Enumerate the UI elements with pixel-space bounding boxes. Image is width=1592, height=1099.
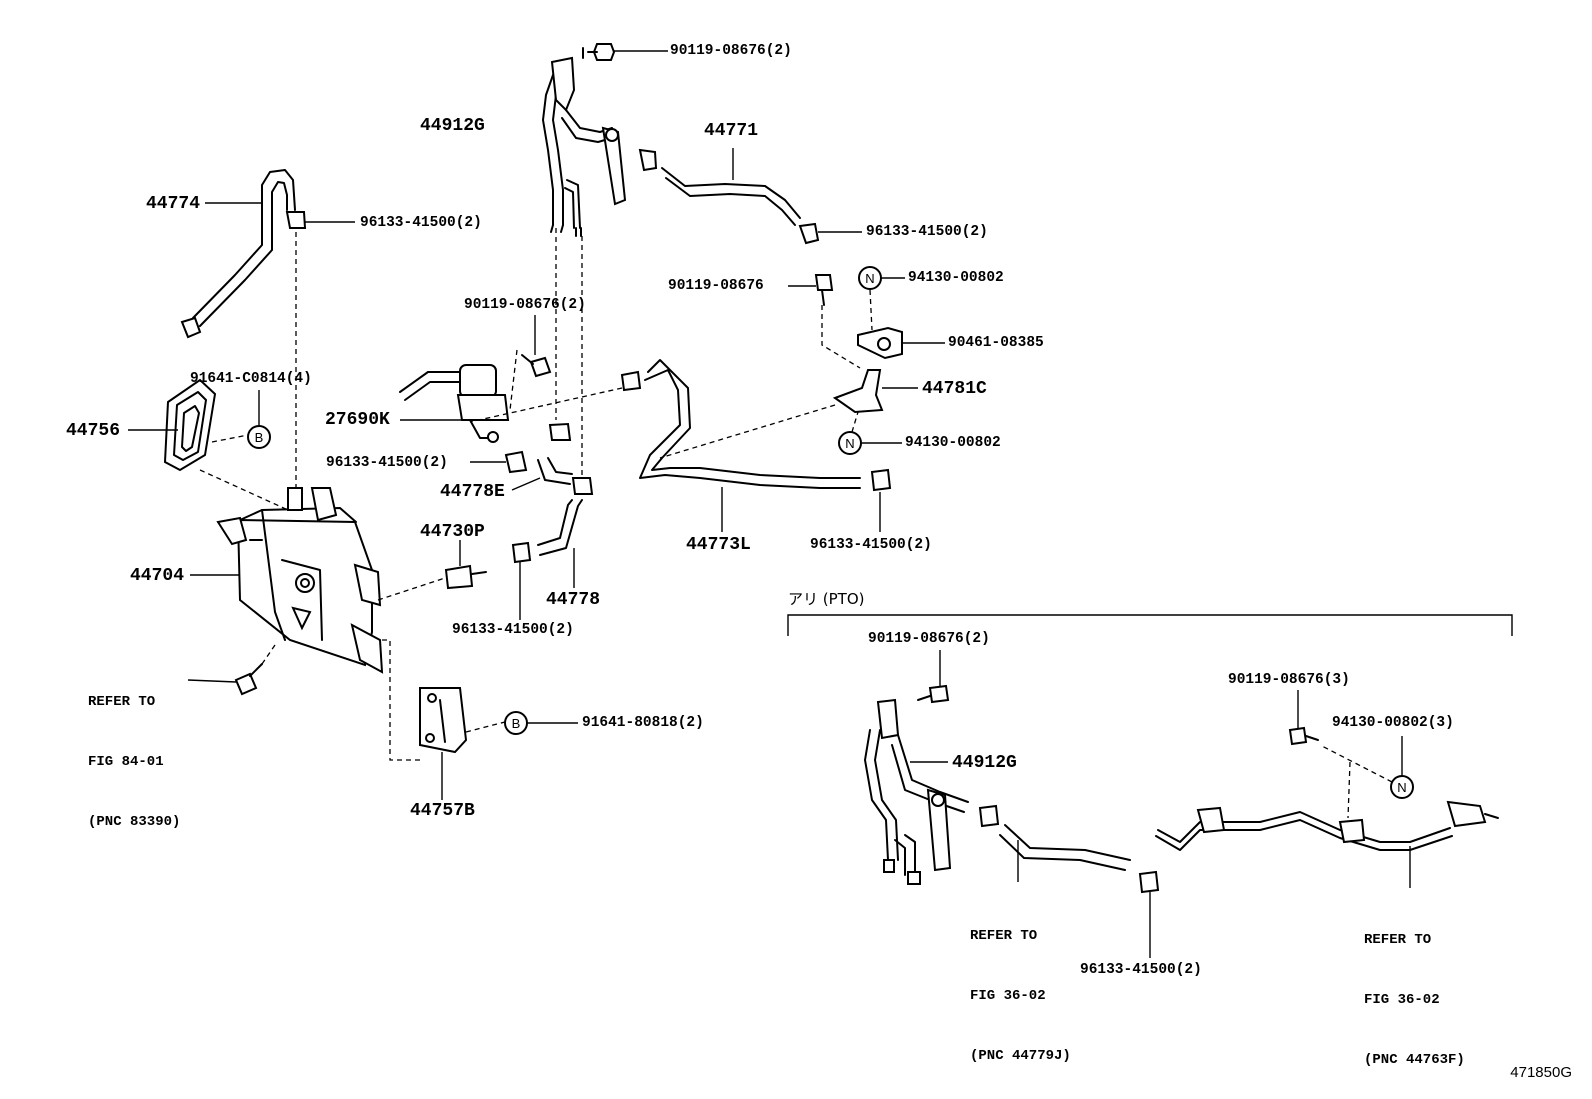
bracket-pipe-44912g-pto (864, 698, 969, 885)
note-refer-36-02-b-line-2: FIG 36-02 (1364, 992, 1440, 1008)
clip-96133-44730p (511, 541, 532, 564)
hose-44773l (639, 359, 861, 489)
marker-b-1: B (255, 430, 264, 445)
clamp-90461-08385 (857, 326, 903, 360)
note-refer-fig-36-02-b: REFER TO FIG 36-02 (PNC 44763F) (1364, 890, 1465, 1090)
label-96133-41500-2-c: 96133-41500(2) (326, 455, 448, 471)
bolt-90119-single (814, 274, 834, 306)
bolt-90119-pto-b (1288, 726, 1319, 746)
figure-number: 471850G (1510, 1064, 1572, 1081)
clip-96133-valve (504, 450, 528, 474)
marker-n-1: N (865, 271, 874, 286)
bolt-refer-84-01 (234, 663, 263, 696)
label-44912g-top: 44912G (420, 116, 485, 136)
note-refer-36-02-b-line-1: REFER TO (1364, 932, 1432, 948)
note-refer-36-02-a-line-1: REFER TO (970, 928, 1038, 944)
label-44771: 44771 (704, 121, 759, 141)
bracket-44781c (832, 369, 884, 414)
label-44778e: 44778E (440, 482, 505, 502)
hose-pto-44779j (999, 824, 1131, 871)
label-96133-41500-2-a: 96133-41500(2) (360, 215, 482, 231)
vsv-27690k (399, 364, 510, 443)
valve-44730p (444, 564, 487, 590)
pto-bracket-line (787, 614, 1513, 636)
note-refer-fig-36-02-a: REFER TO FIG 36-02 (PNC 44779J) (970, 886, 1071, 1086)
label-90119-08676-3-pto: 90119-08676(3) (1228, 672, 1350, 688)
note-refer-fig-84-01: REFER TO FIG 84-01 (PNC 83390) (88, 652, 180, 852)
clip-44771-a (638, 148, 658, 172)
clip-44773l-b (870, 468, 892, 492)
marker-n-2: N (845, 436, 854, 451)
label-90461-08385: 90461-08385 (948, 335, 1044, 351)
label-pto-header: アリ (PTO) (788, 590, 865, 608)
label-44757b: 44757B (410, 801, 475, 821)
label-44912g-pto: 44912G (952, 753, 1017, 773)
label-90119-08676: 90119-08676 (668, 278, 764, 294)
bolt-90119-pto-a (917, 684, 950, 704)
label-27690k: 27690K (325, 410, 390, 430)
hose-44778 (537, 499, 583, 556)
reservoir-tank-44704 (216, 487, 384, 674)
hose-44774 (180, 169, 307, 339)
marker-b-2: B (512, 716, 521, 731)
label-94130-00802-3-pto: 94130-00802(3) (1332, 715, 1454, 731)
note-refer-84-01-line-2: FIG 84-01 (88, 754, 164, 770)
bolt-90119-mid (521, 354, 552, 378)
label-94130-00802-b: 94130-00802 (905, 435, 1001, 451)
note-refer-36-02-a-line-3: (PNC 44779J) (970, 1048, 1071, 1064)
clip-pto-b (1138, 870, 1160, 894)
bolt-90119-top (582, 43, 616, 61)
pipe-pto-44763f (1155, 800, 1499, 851)
label-96133-41500-2-pto: 96133-41500(2) (1080, 962, 1202, 978)
label-90119-08676-2-top: 90119-08676(2) (670, 43, 792, 59)
label-44773l: 44773L (686, 535, 751, 555)
clip-44771-b (798, 222, 820, 245)
label-96133-41500-2-d: 96133-41500(2) (810, 537, 932, 553)
note-refer-84-01-line-1: REFER TO (88, 694, 156, 710)
marker-n-3: N (1397, 780, 1406, 795)
bracket-44757b (419, 687, 468, 754)
label-44778: 44778 (546, 590, 601, 610)
label-91641-80818-2: 91641-80818(2) (582, 715, 704, 731)
label-44781c: 44781C (922, 379, 987, 399)
label-44756: 44756 (66, 421, 121, 441)
clip-44773l-a (620, 370, 642, 392)
note-refer-84-01-line-3: (PNC 83390) (88, 814, 181, 830)
insulator-44756 (163, 378, 217, 472)
label-44730p: 44730P (420, 522, 485, 542)
label-94130-00802-a: 94130-00802 (908, 270, 1004, 286)
bracket-pipe-44912g-top (542, 56, 627, 237)
clip-pto-a (978, 804, 1000, 828)
note-refer-36-02-a-line-2: FIG 36-02 (970, 988, 1046, 1004)
label-44774: 44774 (146, 194, 201, 214)
clip-hose-44778e (548, 422, 594, 495)
label-96133-41500-2-e: 96133-41500(2) (452, 622, 574, 638)
label-90119-08676-2-pto: 90119-08676(2) (868, 631, 990, 647)
hose-44778e (537, 457, 573, 485)
note-refer-36-02-b-line-3: (PNC 44763F) (1364, 1052, 1465, 1068)
label-90119-08676-2-mid: 90119-08676(2) (464, 297, 586, 313)
label-91641-c0814-4: 91641-C0814(4) (190, 371, 312, 387)
label-96133-41500-2-b: 96133-41500(2) (866, 224, 988, 240)
label-44704: 44704 (130, 566, 185, 586)
hose-44771 (661, 167, 801, 226)
